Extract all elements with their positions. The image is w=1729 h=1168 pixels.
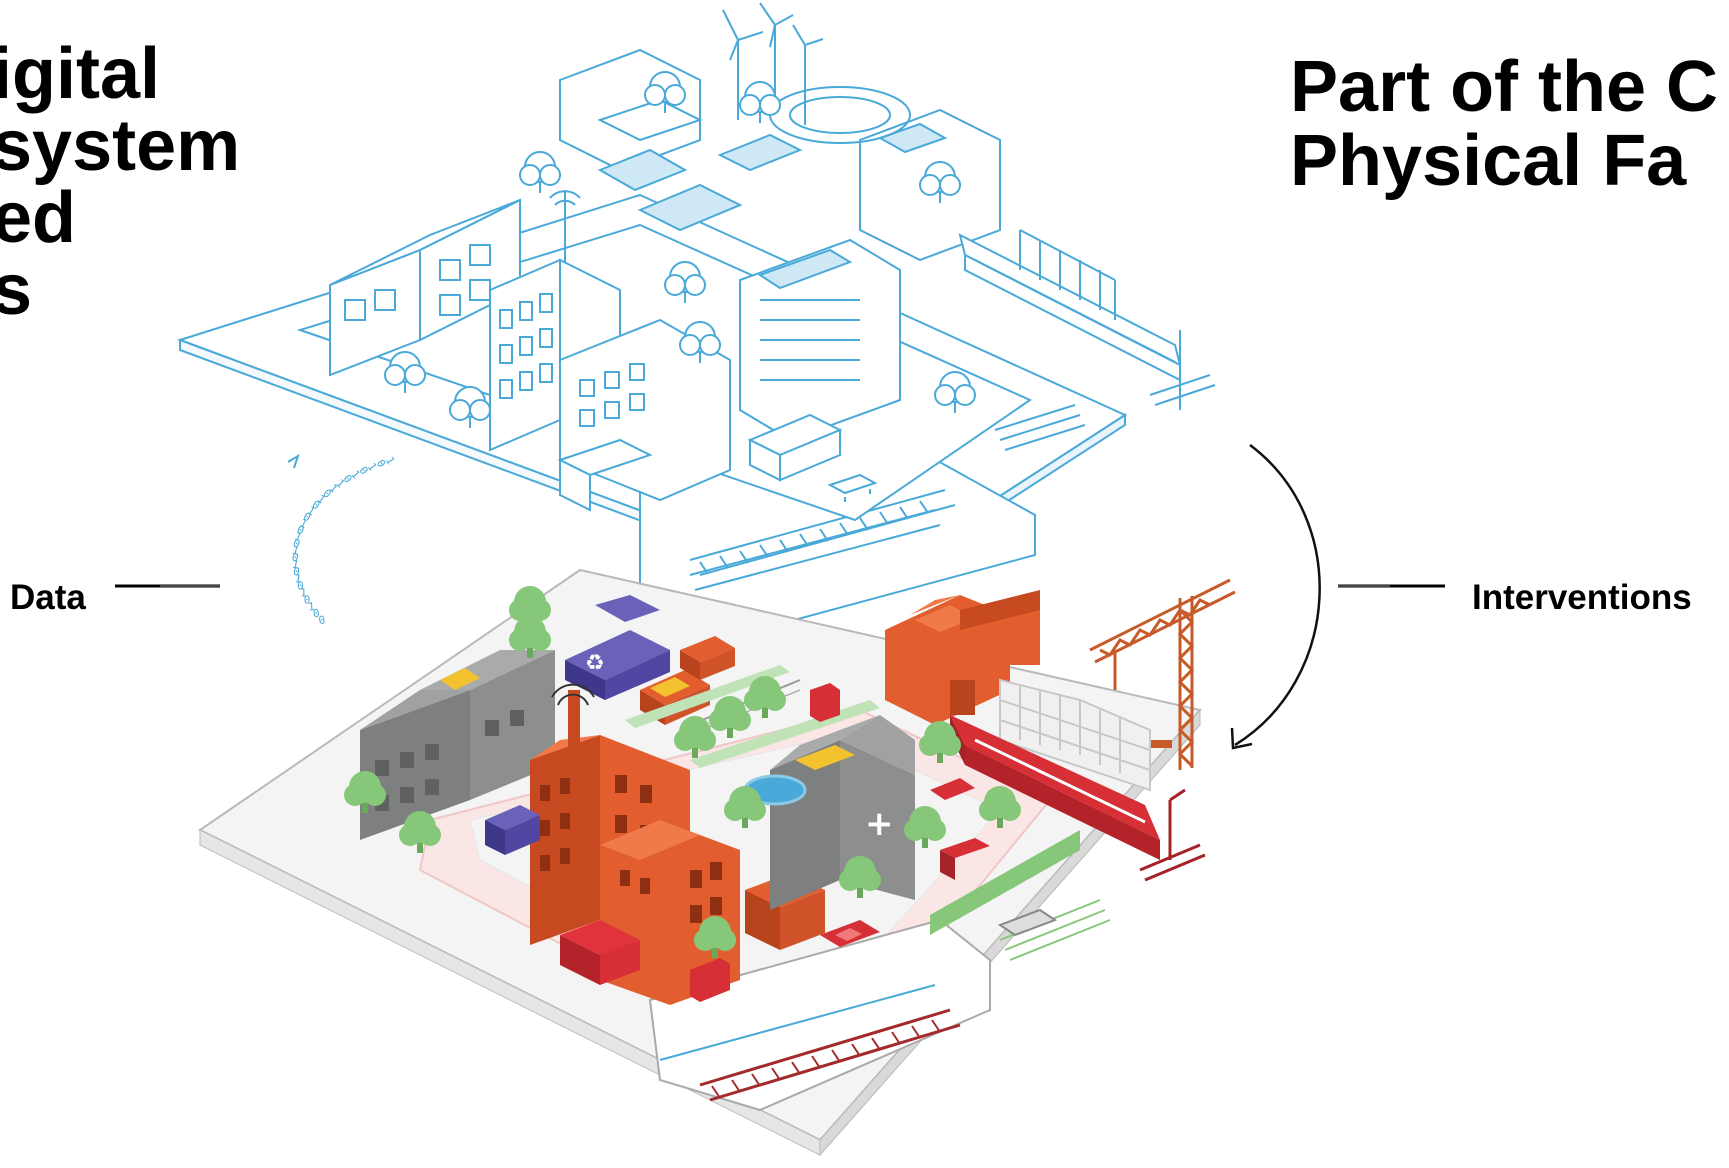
binary-digit: 1 [308,600,316,614]
binary-digit: 0 [292,565,300,579]
binary-digit: 1 [293,530,304,545]
physical-city-layer: ♻ [198,568,1236,1157]
binary-digit: 1 [290,543,300,557]
digital-buildings [329,48,1001,512]
scaffolding [999,678,1151,792]
medical-cross-icon: + [865,804,894,844]
right-title: Part of the C Physical Fa [1290,50,1718,198]
left-title-line-3: ed [0,178,77,258]
red-bus [560,920,640,985]
binary-digit: 0 [295,523,306,538]
digital-city-layer [176,2,1216,642]
left-title: igital system ed s [0,38,240,326]
binary-digit: 0 [312,607,320,621]
data-label: Data [10,578,86,617]
binary-digit: 0 [297,579,304,592]
binary-digit: 0 [291,537,301,551]
intervention-arrow [1230,444,1445,750]
right-title-line-1: Part of the C [1290,47,1719,127]
binary-digit: 1 [300,586,307,599]
orange-station [885,590,1040,725]
binary-digit: 0 [290,551,299,565]
recycling-icon: ♻ [585,651,605,676]
physical-tunnel [648,918,991,1112]
left-title-line-1: igital [0,34,161,114]
left-title-line-2: system [0,106,241,186]
train-icon [950,715,1206,882]
binary-digit: 1 [291,558,300,572]
binary-digit: 1 [298,516,310,531]
crane-icon [1089,578,1236,770]
left-title-line-4: s [0,250,33,330]
right-title-line-2: Physical Fa [1290,121,1687,201]
binary-digit: 1 [294,572,302,586]
interventions-label: Interventions [1472,578,1692,617]
binary-digit: 0 [304,593,311,606]
digital-train [958,233,1216,410]
recycling-center: ♻ [565,595,670,700]
binary-digit: 0 [318,613,327,627]
red-car [820,920,880,947]
digital-rail-track [689,489,956,576]
